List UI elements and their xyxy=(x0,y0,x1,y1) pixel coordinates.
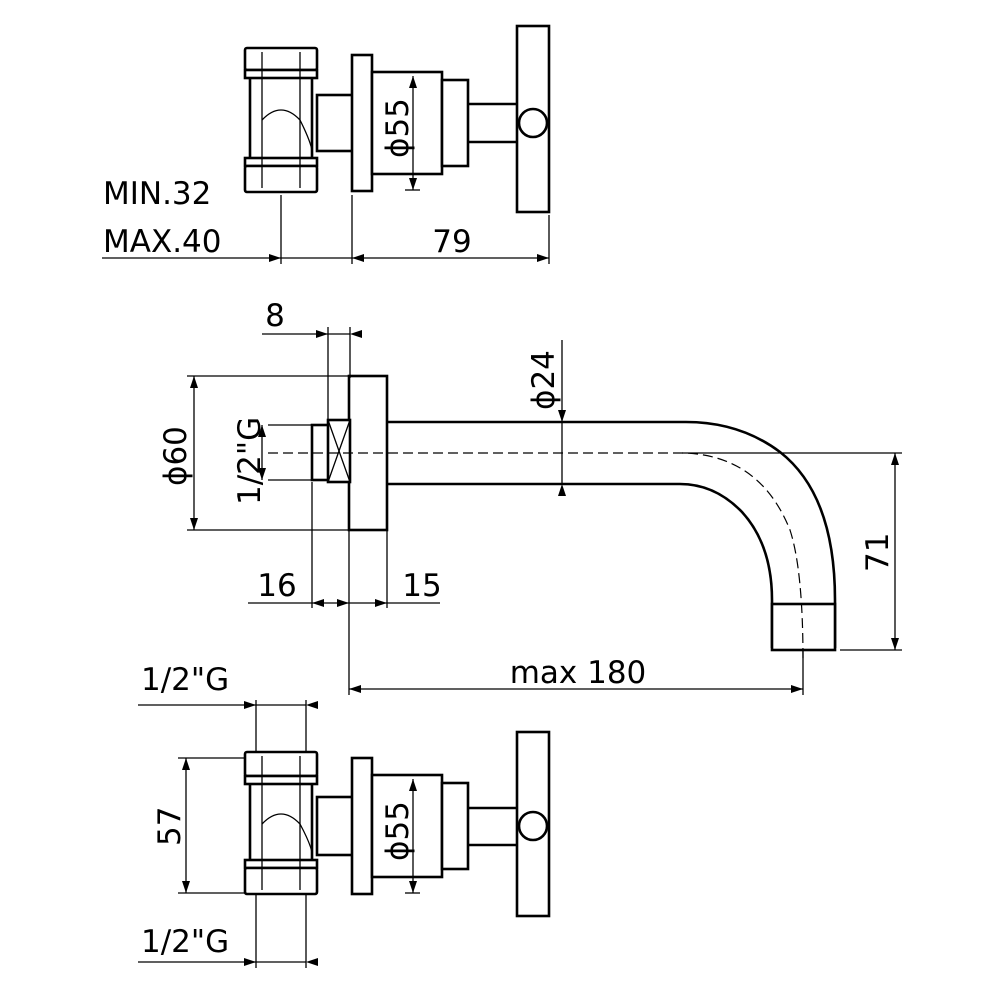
dimension-thread-middle: 1/2"G xyxy=(232,417,268,505)
dimension-79: 79 xyxy=(432,224,471,260)
dimension-max40: MAX.40 xyxy=(103,224,222,260)
dimension-15: 15 xyxy=(402,568,441,604)
dimension-thread-bottom-bottom: 1/2"G xyxy=(141,924,229,960)
dimension-phi55-bottom: ϕ55 xyxy=(380,801,416,861)
dimension-71: 71 xyxy=(860,533,896,572)
dimension-phi55-top: ϕ55 xyxy=(380,98,416,158)
top-dimensions: ϕ55 MIN.32 MAX.40 79 xyxy=(102,76,550,264)
dimension-57: 57 xyxy=(152,807,188,846)
spout-side-view xyxy=(268,374,837,661)
bottom-valve-view xyxy=(243,730,551,918)
dimension-phi60: ϕ60 xyxy=(158,426,194,486)
dimension-phi24: ϕ24 xyxy=(526,350,562,410)
dimension-8: 8 xyxy=(265,298,285,334)
top-valve-view xyxy=(243,24,551,214)
dimension-min32: MIN.32 xyxy=(103,176,211,212)
bottom-dimensions: 1/2"G 57 ϕ55 1/2"G xyxy=(138,662,420,968)
dimension-16: 16 xyxy=(257,568,296,604)
dimension-thread-bottom-top: 1/2"G xyxy=(141,662,229,698)
spout-dimensions: 8 ϕ60 1/2"G ϕ24 16 15 71 xyxy=(158,298,902,695)
dimension-max180: max 180 xyxy=(510,655,647,691)
